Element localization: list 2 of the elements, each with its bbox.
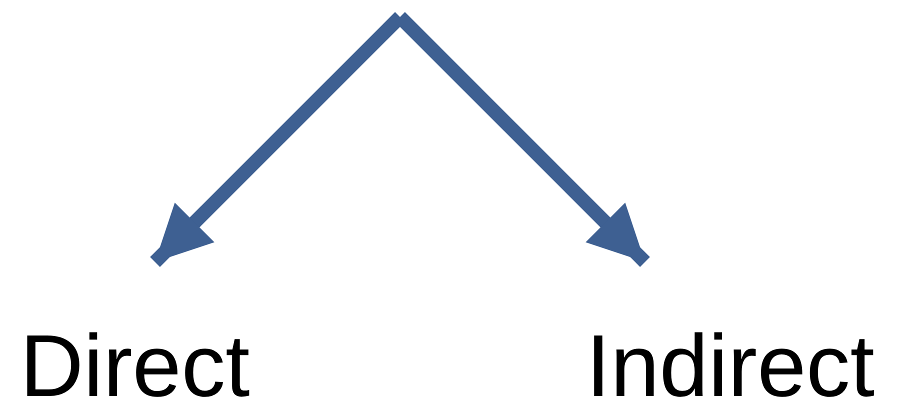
node-label: Indirect — [586, 322, 875, 408]
node-label: Direct — [20, 322, 250, 408]
